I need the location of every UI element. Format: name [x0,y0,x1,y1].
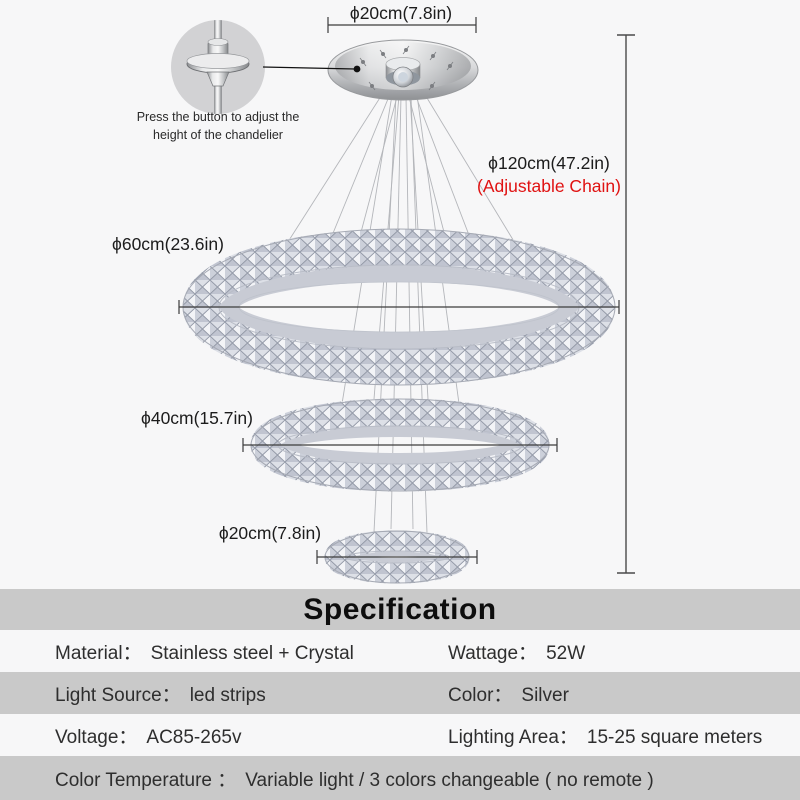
inset-caption-line1: Press the button to adjust the [137,110,300,124]
spec-label: Light Source： [55,684,181,706]
ring-large-dim-label: ϕ60cm(23.6in) [112,234,224,254]
spec-value: led strips [189,684,266,706]
spec-label: Material： [55,642,142,664]
canopy-dim-label: ϕ20cm(7.8in) [350,3,452,23]
dim-ring-small [316,550,478,564]
spec-value: Stainless steel + Crystal [150,642,354,664]
spec-label: Voltage： [55,726,138,748]
inset-pointer-line [262,66,356,70]
spec-row-color-temperature: Color Temperature ： Variable light / 3 c… [0,756,800,800]
inset-caption-line2: height of the chandelier [153,128,283,142]
spec-value: Silver [521,684,569,706]
spec-label: Wattage： [448,642,538,664]
spec-value: AC85-265v [146,726,242,748]
spec-cell-color: Color： Silver [448,680,800,707]
spec-value: 15-25 square meters [586,726,763,748]
spec-row-lightsource-color: Light Source： led strips Color： Silver [0,672,800,714]
spec-label: Color Temperature ： [55,769,237,791]
spec-title-banner: Specification [0,589,800,630]
spec-cell-material: Material： Stainless steel + Crystal [0,638,448,665]
specification-section: Specification Material： Stainless steel … [0,589,800,800]
inset-pointer-dot [353,65,361,73]
dim-ring-medium [242,438,558,452]
spec-row-material-wattage: Material： Stainless steel + Crystal Watt… [0,630,800,672]
adjuster-inset [171,20,361,114]
adjustable-chain-note: (Adjustable Chain) [477,176,621,196]
spec-cell-lighting-area: Lighting Area： 15-25 square meters [448,722,800,749]
spec-value: Variable light / 3 colors changeable ( n… [245,769,654,791]
spec-label: Color： [448,684,513,706]
spec-title: Specification [303,592,497,626]
spec-row-voltage-area: Voltage： AC85-265v Lighting Area： 15-25 … [0,714,800,756]
ring-medium-dim-label: ϕ40cm(15.7in) [141,408,253,428]
canopy-wire-grippers [359,45,454,91]
spec-value: 52W [546,642,586,664]
spec-cell-color-temperature: Color Temperature ： Variable light / 3 c… [0,765,654,792]
chandelier-diagram-svg: ϕ20cm(7.8in) ϕ120cm(47.2in) (Adjustable … [112,3,635,584]
dim-height [617,34,635,574]
ring-small-dim-label: ϕ20cm(7.8in) [219,523,321,543]
dim-ring-large [178,300,620,314]
spec-cell-wattage: Wattage： 52W [448,638,800,665]
chandelier-diagram: ϕ20cm(7.8in) ϕ120cm(47.2in) (Adjustable … [112,3,635,584]
ceiling-canopy [327,39,479,101]
spec-label: Lighting Area： [448,726,578,748]
dim-canopy [327,17,477,33]
spec-cell-light-source: Light Source： led strips [0,680,448,707]
height-dim-label: ϕ120cm(47.2in) [488,153,610,173]
spec-cell-voltage: Voltage： AC85-265v [0,722,448,749]
